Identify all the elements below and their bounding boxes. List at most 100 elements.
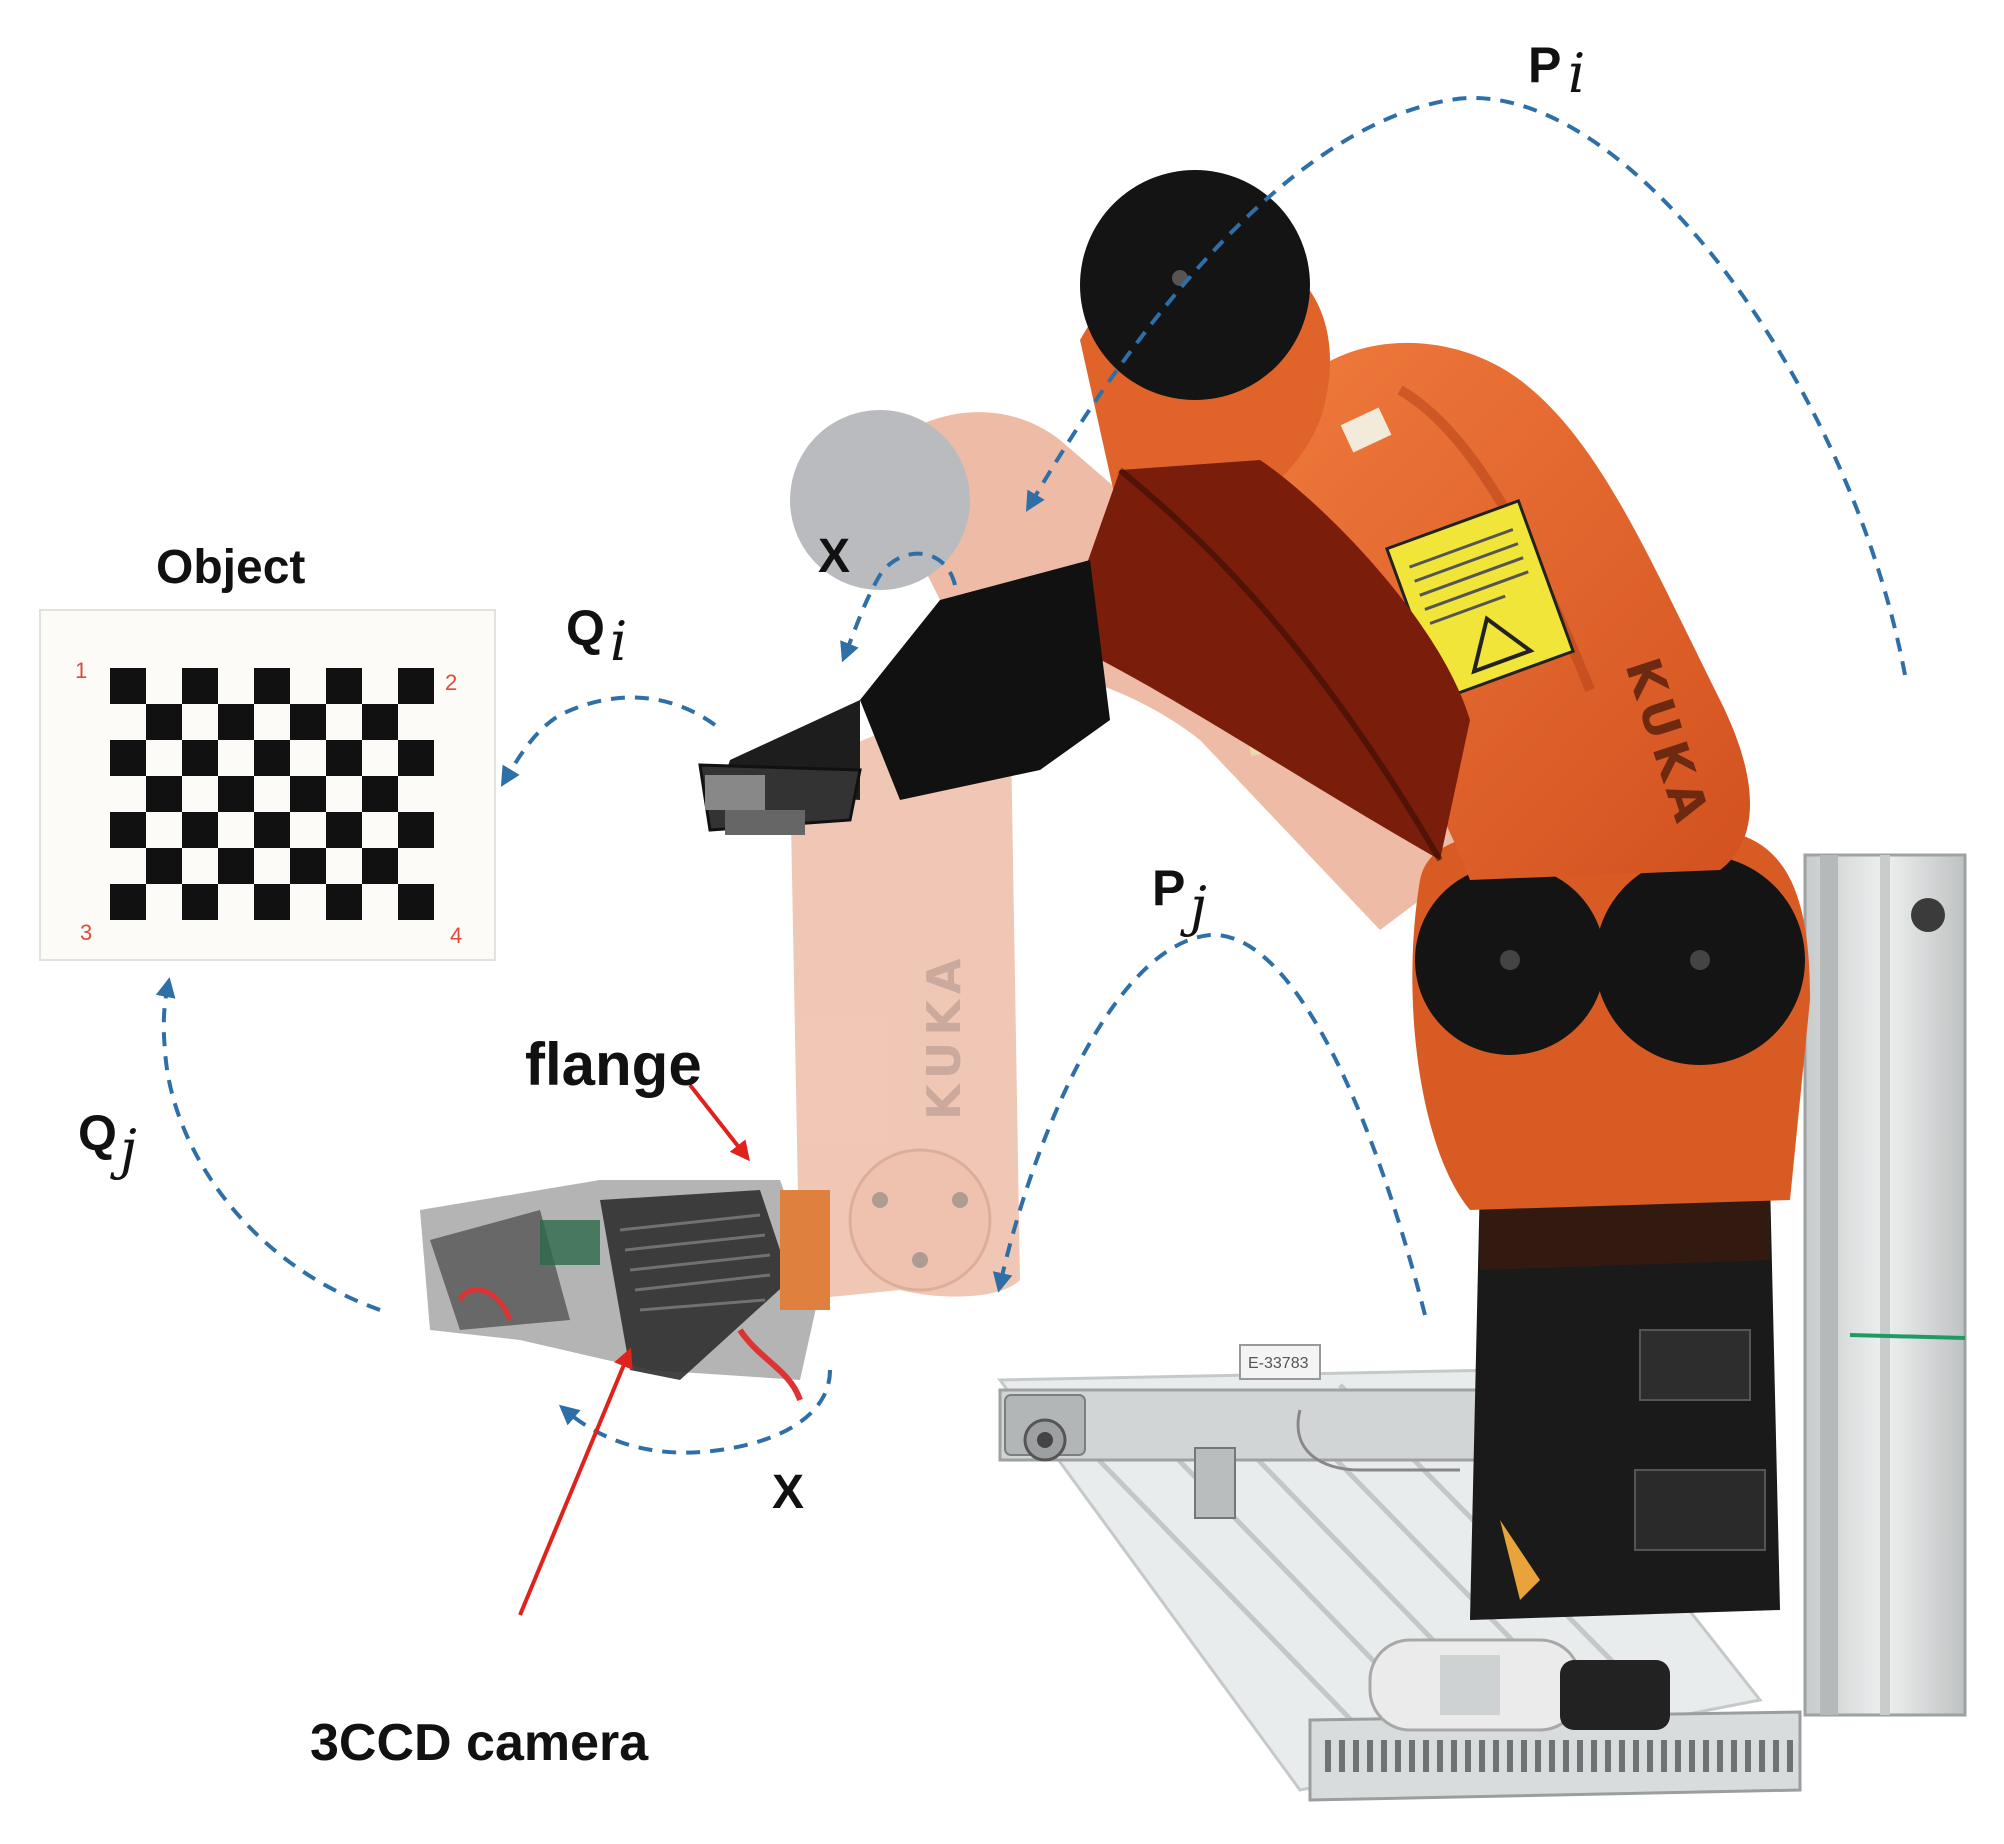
tray-slot <box>1493 1740 1499 1772</box>
checker-square <box>398 884 434 920</box>
tray-slot <box>1479 1740 1485 1772</box>
tray-slot <box>1563 1740 1569 1772</box>
tray-slot <box>1451 1740 1457 1772</box>
tray-slot <box>1717 1740 1723 1772</box>
tray-slot <box>1535 1740 1541 1772</box>
label-flange: flange <box>525 1031 702 1098</box>
checker-square <box>146 848 182 884</box>
corner-number-4: 4 <box>450 923 462 948</box>
checker-square <box>218 776 254 812</box>
checker-square <box>254 812 290 848</box>
checker-square <box>290 848 326 884</box>
label-q-i-sub: i <box>610 610 627 673</box>
checker-square <box>182 812 218 848</box>
checker-square <box>218 848 254 884</box>
pointer-camera <box>518 1347 633 1616</box>
checker-square <box>146 776 182 812</box>
checker-square <box>146 704 182 740</box>
arrow-q-j <box>155 977 381 1312</box>
checker-square <box>290 704 326 740</box>
label-x-lower: X <box>772 1466 804 1519</box>
tray-slot <box>1745 1740 1751 1772</box>
checker-square <box>398 668 434 704</box>
tray-slot <box>1759 1740 1765 1772</box>
corner-number-1: 1 <box>75 658 87 683</box>
tray-slot <box>1647 1740 1653 1772</box>
checker-square <box>362 704 398 740</box>
pointer-flange <box>688 1083 750 1162</box>
label-q-j-base: Q <box>78 1105 117 1161</box>
robot-main-pose: KUKA <box>698 170 1810 1620</box>
tray-slot <box>1409 1740 1415 1772</box>
checker-square <box>362 848 398 884</box>
tray-slot <box>1423 1740 1429 1772</box>
arrow-p-j <box>992 932 1427 1316</box>
tray-slot <box>1731 1740 1737 1772</box>
checker-square <box>326 668 362 704</box>
tray-slot <box>1689 1740 1695 1772</box>
calibration-checkerboard: 1 2 3 4 <box>39 609 496 961</box>
checker-square <box>326 812 362 848</box>
tray-slot <box>1591 1740 1597 1772</box>
checker-square <box>110 884 146 920</box>
label-p-j: P j <box>1152 860 1207 938</box>
corner-number-2: 2 <box>445 670 457 695</box>
checker-square <box>326 884 362 920</box>
checker-square <box>362 776 398 812</box>
label-object: Object <box>156 541 305 594</box>
tray-slot <box>1367 1740 1373 1772</box>
tray-slot <box>1465 1740 1471 1772</box>
tray-slot <box>1605 1740 1611 1772</box>
label-p-j-base: P <box>1152 860 1185 916</box>
checker-square <box>182 884 218 920</box>
checker-square <box>398 740 434 776</box>
checker-square <box>398 812 434 848</box>
tray-slot <box>1521 1740 1527 1772</box>
checker-square <box>182 668 218 704</box>
ghost-arm-brand: KUKA <box>917 953 971 1120</box>
tray-slot <box>1661 1740 1667 1772</box>
camera-flange-unit <box>420 1180 830 1402</box>
checker-square <box>254 884 290 920</box>
tray-slot <box>1703 1740 1709 1772</box>
corner-number-3: 3 <box>80 920 92 945</box>
tray-slot <box>1325 1740 1331 1772</box>
checker-square <box>254 740 290 776</box>
checker-square <box>326 740 362 776</box>
label-p-i-base: P <box>1528 37 1561 93</box>
tray-slot <box>1619 1740 1625 1772</box>
checker-square <box>110 668 146 704</box>
label-q-i-base: Q <box>566 600 605 656</box>
tray-slot <box>1675 1740 1681 1772</box>
checker-square <box>110 812 146 848</box>
tray-slot <box>1549 1740 1555 1772</box>
tray-slot <box>1633 1740 1639 1772</box>
label-p-i: P i <box>1528 37 1585 105</box>
checker-square <box>182 740 218 776</box>
tray-slot <box>1339 1740 1345 1772</box>
aluminium-frame <box>1803 853 1967 1717</box>
arrow-p-i <box>1025 96 1907 676</box>
checker-square <box>110 740 146 776</box>
tray-slot <box>1773 1740 1779 1772</box>
label-3ccd-camera: 3CCD camera <box>310 1714 649 1772</box>
checker-square <box>290 776 326 812</box>
label-x-upper: X <box>818 530 850 583</box>
label-q-i: Q i <box>566 600 627 673</box>
tray-slot <box>1395 1740 1401 1772</box>
tray-slot <box>1381 1740 1387 1772</box>
rail-plate-label: E-33783 <box>1248 1355 1309 1372</box>
checker-square <box>218 704 254 740</box>
tray-slot <box>1787 1740 1793 1772</box>
label-q-j: Q j <box>78 1105 137 1181</box>
arrow-x-upper <box>840 551 957 663</box>
transform-arrows <box>155 96 1907 1455</box>
label-p-i-sub: i <box>1568 42 1585 105</box>
gripper-upper-pose <box>698 763 862 835</box>
tray-slot <box>1437 1740 1443 1772</box>
tray-slot <box>1507 1740 1513 1772</box>
red-pointers <box>518 1083 750 1616</box>
tray-slot <box>1353 1740 1359 1772</box>
